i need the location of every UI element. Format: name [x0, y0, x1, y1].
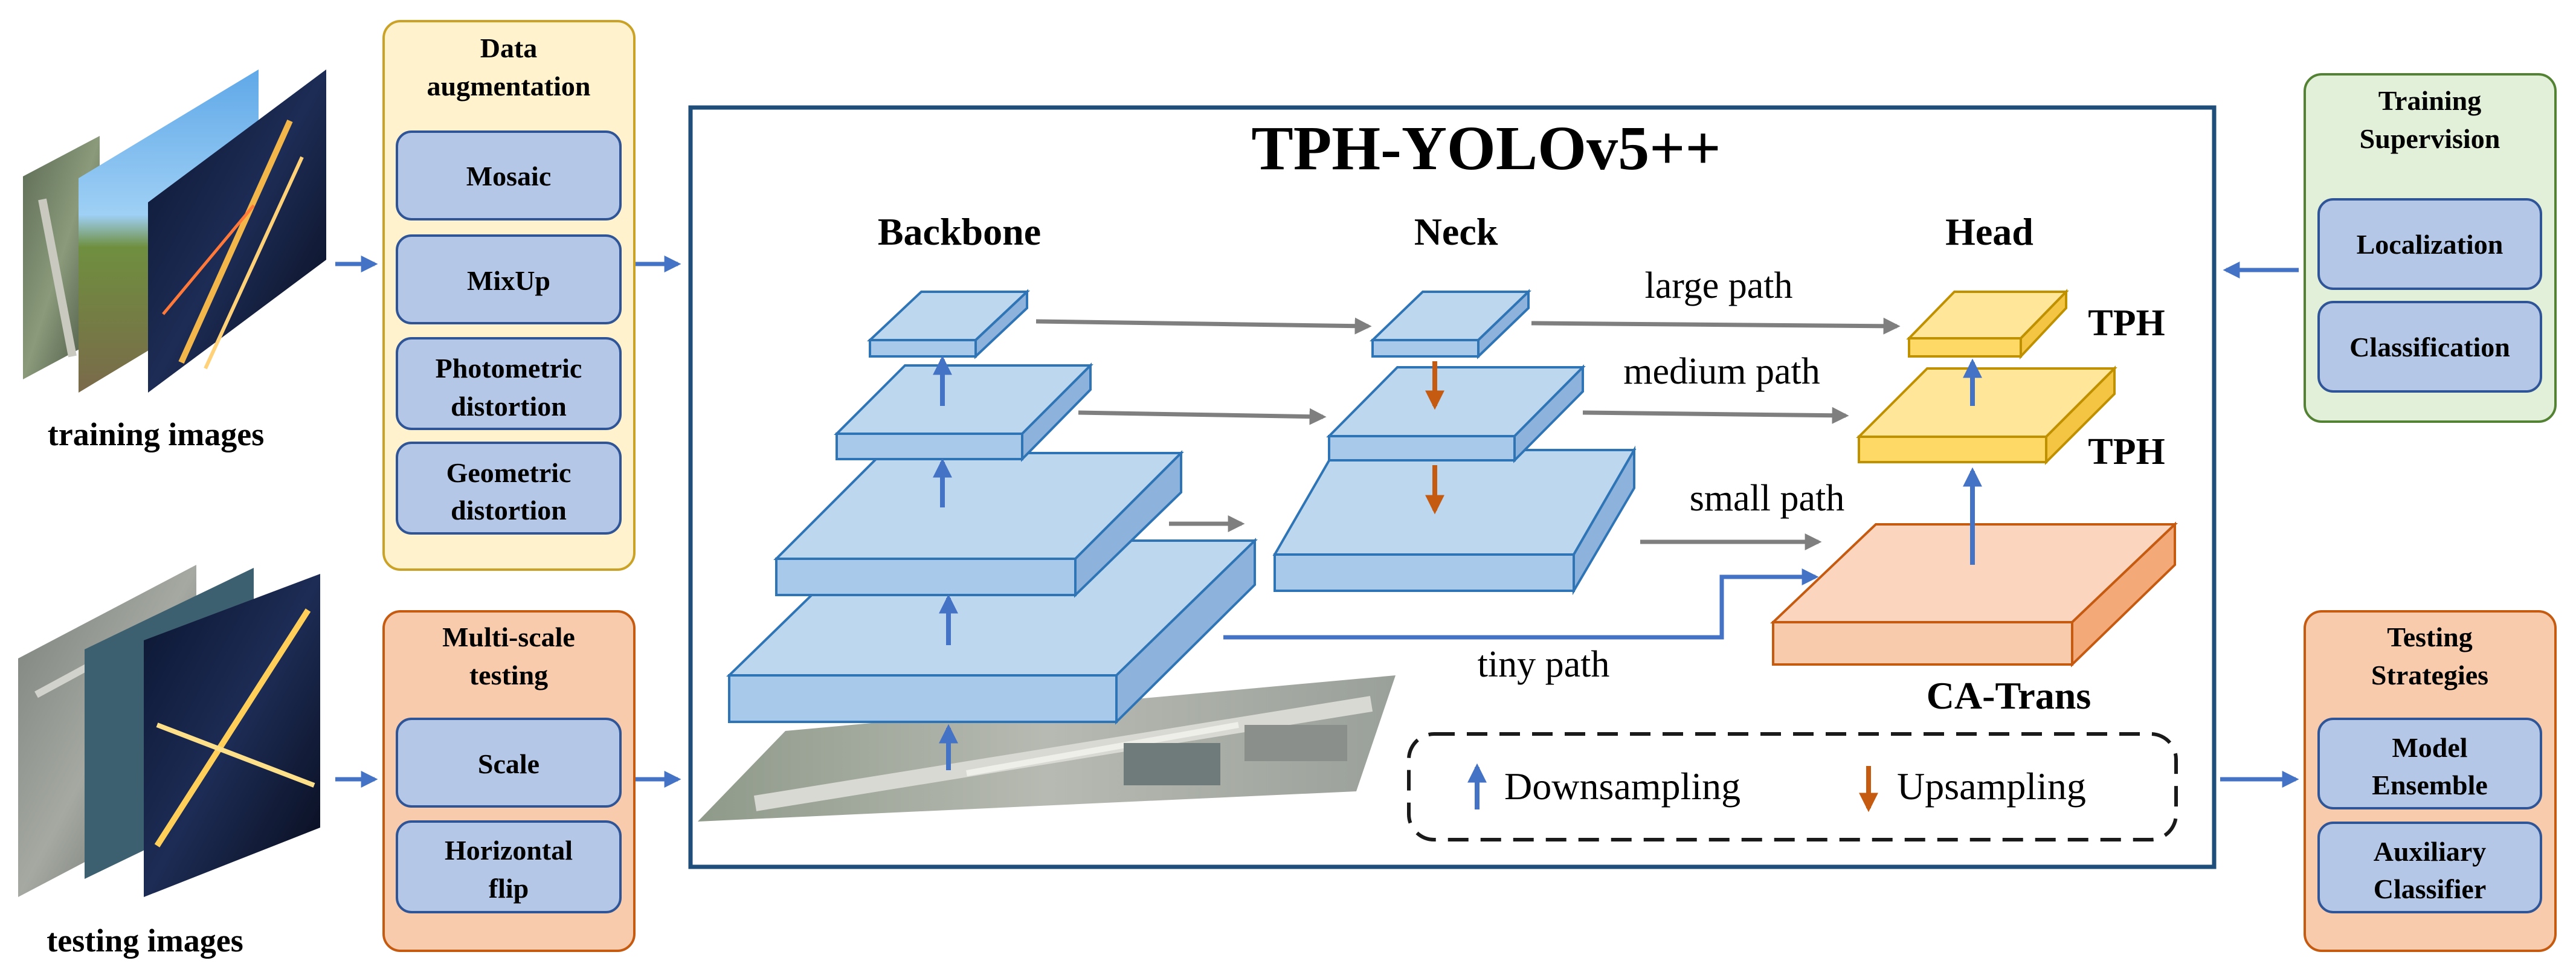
- legend: Downsampling Upsampling: [1407, 732, 2178, 841]
- backbone-block-2: [773, 450, 1184, 598]
- horizontal-flip-item: Horizontal flip: [396, 820, 622, 913]
- svg-text:flip: flip: [489, 873, 529, 904]
- svg-text:Horizontal: Horizontal: [445, 835, 573, 866]
- ca-trans-block: [1770, 521, 2178, 668]
- downsampling-legend-label: Downsampling: [1504, 765, 1740, 808]
- light-trail: [204, 156, 304, 370]
- medium-path-label: medium path: [1623, 351, 1820, 392]
- light-trail: [156, 722, 315, 788]
- svg-text:distortion: distortion: [451, 391, 567, 422]
- localization-item: Localization: [2317, 198, 2542, 290]
- neck-label: Neck: [1414, 210, 1498, 253]
- neck-block-1: [1272, 445, 1637, 596]
- svg-text:Classifier: Classifier: [2374, 873, 2487, 904]
- training-images-stack: training images: [23, 69, 326, 452]
- panel-title: augmentation: [427, 71, 591, 101]
- testing-images-stack: testing images: [18, 565, 320, 959]
- light-trail: [162, 204, 255, 315]
- tph-label-bottom: TPH: [2088, 431, 2165, 472]
- neck-block-3: [1370, 289, 1531, 359]
- panel-title: Strategies: [2371, 660, 2488, 690]
- ca-trans-label: CA-Trans: [1927, 674, 2091, 717]
- road-line: [38, 198, 77, 358]
- large-path-label: large path: [1644, 265, 1792, 306]
- svg-text:Auxiliary: Auxiliary: [2374, 836, 2487, 867]
- head-label: Head: [1945, 210, 2033, 253]
- aerial-road: [966, 722, 1239, 776]
- training-images-label: training images: [48, 416, 265, 452]
- tph-block-bottom: [1856, 365, 2117, 465]
- svg-text:MixUp: MixUp: [467, 265, 550, 296]
- classification-item: Classification: [2317, 301, 2542, 393]
- svg-text:Geometric: Geometric: [446, 457, 572, 488]
- large-path-arrow: [1531, 317, 1901, 335]
- testing-images-label: testing images: [47, 922, 243, 959]
- svg-text:Localization: Localization: [2357, 229, 2504, 260]
- svg-text:Ensemble: Ensemble: [2372, 770, 2488, 800]
- auxiliary-classifier-item: Auxiliary Classifier: [2317, 822, 2542, 913]
- panel-title: Testing: [2387, 622, 2472, 652]
- svg-text:Model: Model: [2392, 732, 2467, 763]
- panel-title: Data: [480, 33, 538, 63]
- light-trail: [154, 608, 311, 848]
- svg-text:distortion: distortion: [451, 495, 567, 526]
- data-augmentation-panel: Data augmentation Mosaic MixUp Photometr…: [382, 20, 636, 571]
- tph-label-top: TPH: [2088, 303, 2165, 344]
- tph-block-top: [1906, 289, 2069, 360]
- model-ensemble-item: Model Ensemble: [2317, 718, 2542, 809]
- aerial-building: [1245, 725, 1347, 761]
- neck-block-2: [1326, 364, 1586, 463]
- backbone-block-4: [866, 289, 1031, 359]
- connection-arrow: [1035, 317, 1372, 335]
- medium-path-arrow: [1582, 407, 1849, 424]
- training-supervision-panel: Training Supervision Localization Classi…: [2304, 73, 2557, 423]
- svg-text:Classification: Classification: [2349, 332, 2510, 362]
- geometric-distortion-item: Geometric distortion: [396, 442, 622, 535]
- panel-title: Supervision: [2360, 123, 2500, 154]
- backbone-block-3: [834, 362, 1093, 462]
- photometric-distortion-item: Photometric distortion: [396, 337, 622, 430]
- mosaic-item: Mosaic: [396, 130, 622, 220]
- tiny-path-label: tiny path: [1478, 644, 1610, 685]
- testing-strategies-panel: Testing Strategies Model Ensemble Auxili…: [2304, 610, 2557, 952]
- mixup-item: MixUp: [396, 234, 622, 324]
- panel-title: Multi-scale: [442, 622, 575, 652]
- tiny-path-arrow: [1223, 568, 1819, 640]
- scale-item: Scale: [396, 718, 622, 808]
- backbone-label: Backbone: [878, 210, 1041, 253]
- multiscale-testing-panel: Multi-scale testing Scale Horizontal fli…: [382, 610, 636, 952]
- model-frame: TPH-YOLOv5++ Backbone Neck Head: [688, 105, 2217, 869]
- panel-title: Training: [2378, 85, 2481, 116]
- panel-title: testing: [469, 660, 548, 690]
- small-path-label: small path: [1690, 478, 1845, 519]
- light-trail: [178, 119, 293, 364]
- svg-text:Mosaic: Mosaic: [466, 161, 552, 191]
- model-title: TPH-YOLOv5++: [1251, 114, 1721, 183]
- svg-text:Photometric: Photometric: [436, 353, 582, 384]
- svg-text:Scale: Scale: [478, 748, 539, 779]
- connection-arrow: [1078, 408, 1327, 425]
- upsampling-legend-label: Upsampling: [1897, 765, 2086, 808]
- aerial-building: [1124, 743, 1220, 785]
